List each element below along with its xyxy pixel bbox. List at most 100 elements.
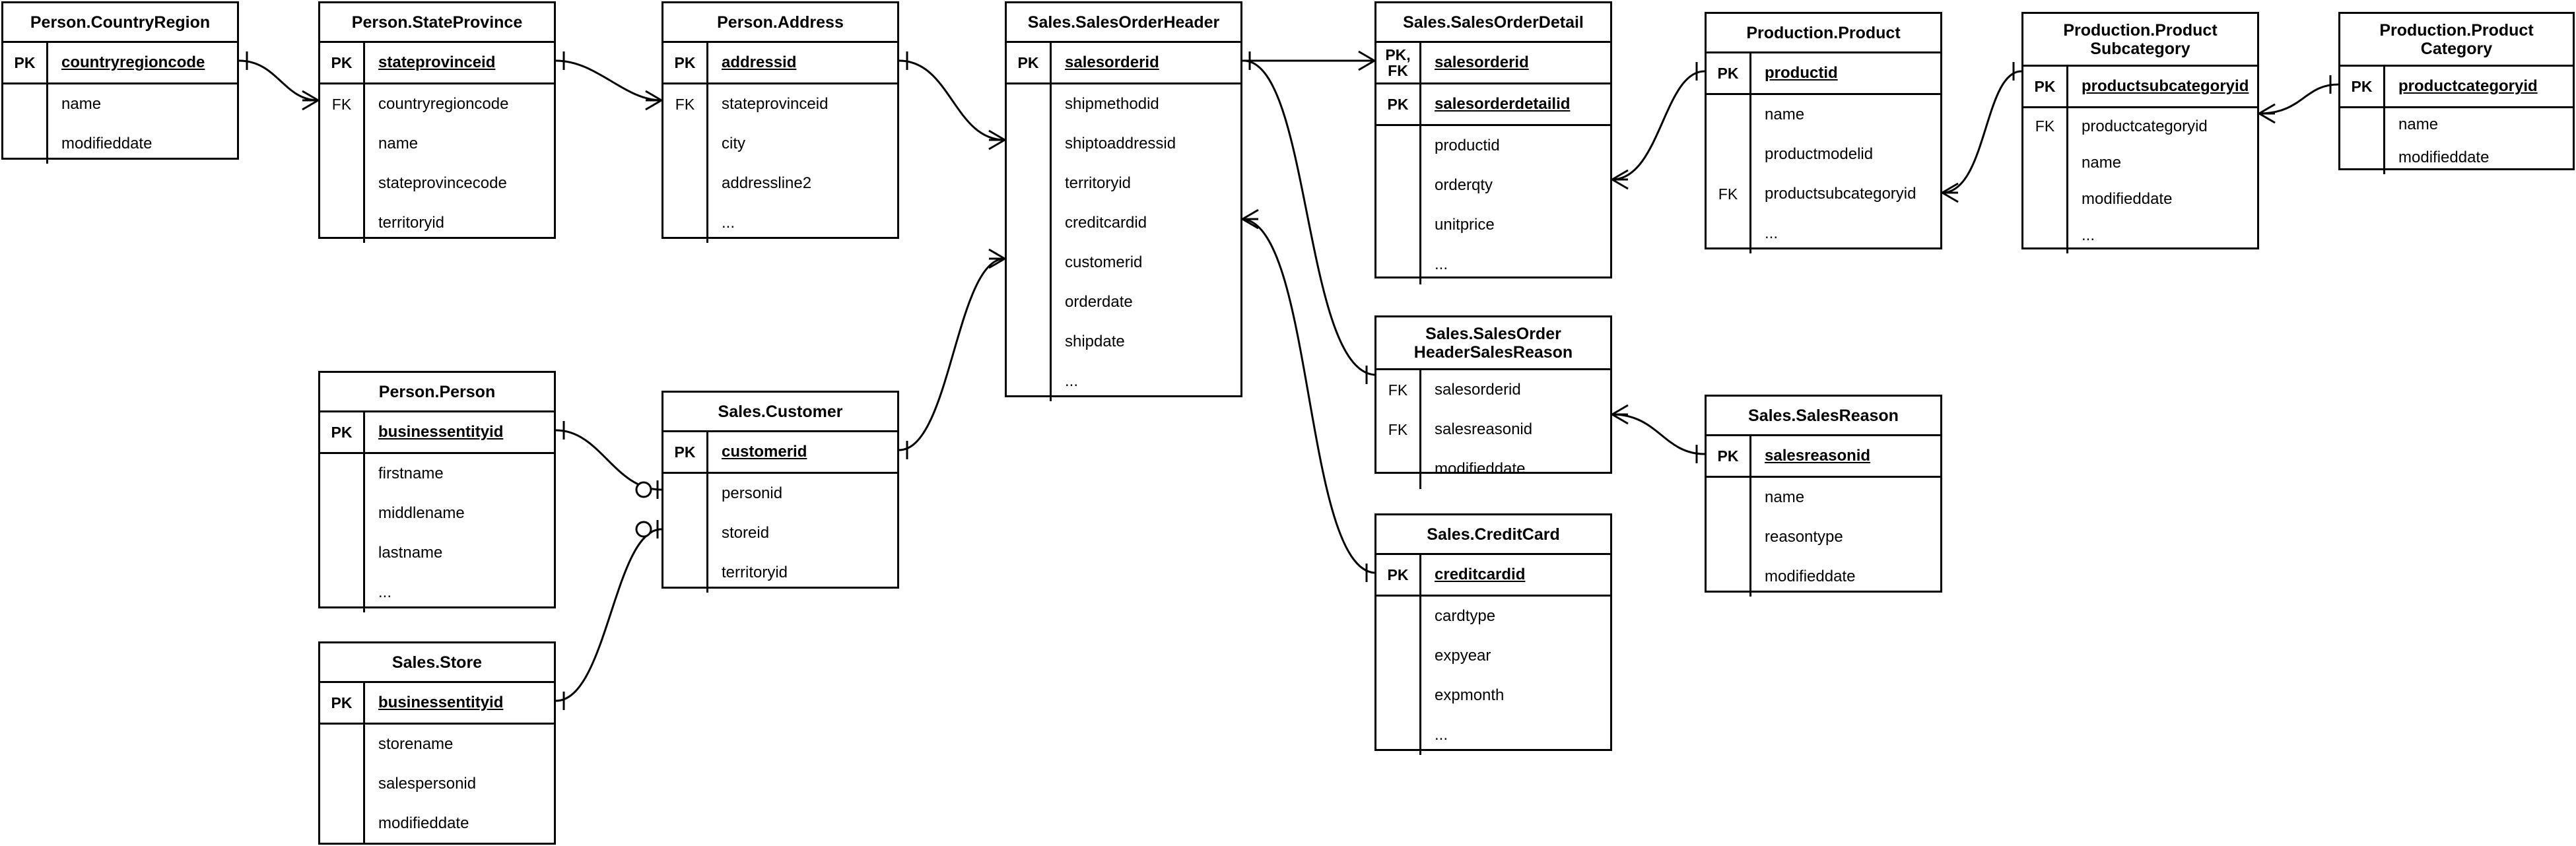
attribute-row[interactable]: customerid xyxy=(1007,243,1240,282)
attribute-row[interactable]: reasontype xyxy=(1707,517,1940,557)
connector-creditcard-salesorderheader xyxy=(1242,218,1375,574)
attribute-row[interactable]: ... xyxy=(1376,715,1610,755)
attribute-row[interactable]: shipdate xyxy=(1007,322,1240,362)
attribute-row[interactable]: city xyxy=(663,124,897,164)
attribute-row[interactable]: firstname xyxy=(320,454,554,494)
attribute-row[interactable]: modifieddate xyxy=(1376,449,1610,489)
key-indicator xyxy=(1707,214,1751,253)
attribute-row[interactable]: productmodelid xyxy=(1707,135,1940,174)
key-indicator xyxy=(1376,126,1421,166)
attribute-row[interactable]: productid xyxy=(1376,126,1610,166)
attribute-row[interactable]: shiptoaddressid xyxy=(1007,124,1240,164)
key-indicator xyxy=(320,764,365,804)
attribute-row[interactable]: addressline2 xyxy=(663,164,897,203)
attribute-row[interactable]: middlename xyxy=(320,494,554,533)
key-indicator xyxy=(1376,205,1421,245)
attribute-row[interactable]: orderdate xyxy=(1007,282,1240,322)
key-indicator: PK xyxy=(663,43,708,82)
key-indicator: PK, FK xyxy=(1376,43,1421,82)
attribute-row[interactable]: lastname xyxy=(320,533,554,573)
connector-salesorderheader-sohsalesreason xyxy=(1244,59,1375,376)
attribute-row[interactable]: ... xyxy=(320,573,554,612)
attribute-row[interactable]: creditcardid xyxy=(1007,203,1240,243)
attribute-row[interactable]: storename xyxy=(320,725,554,764)
attribute-row[interactable]: ... xyxy=(2023,217,2257,253)
attribute-row[interactable]: ... xyxy=(1707,214,1940,253)
attribute-row[interactable]: expyear xyxy=(1376,636,1610,676)
attribute-row[interactable]: territoryid xyxy=(1007,164,1240,203)
attribute-row[interactable]: name xyxy=(1707,95,1940,135)
attribute-row[interactable]: orderqty xyxy=(1376,166,1610,205)
attribute-row[interactable]: name xyxy=(2023,145,2257,181)
key-indicator: PK xyxy=(1376,555,1421,595)
attribute-row[interactable]: ... xyxy=(1376,245,1610,284)
attribute-name: stateprovincecode xyxy=(378,174,507,192)
attribute-row[interactable]: modifieddate xyxy=(2340,141,2573,174)
card-many-stateprovince xyxy=(302,90,319,111)
attribute-row[interactable]: modifieddate xyxy=(2023,181,2257,217)
key-indicator xyxy=(2023,145,2068,181)
attribute-row[interactable]: cardtype xyxy=(1376,597,1610,636)
attribute-row[interactable]: territoryid xyxy=(320,203,554,243)
attribute-row[interactable]: ... xyxy=(1007,362,1240,401)
attribute-row[interactable]: stateprovincecode xyxy=(320,164,554,203)
attribute-row[interactable]: shipmethodid xyxy=(1007,84,1240,124)
attribute-row[interactable]: personid xyxy=(663,474,897,513)
connector-customer-salesorderheader xyxy=(898,257,1005,451)
attribute-row[interactable]: territoryid xyxy=(663,553,897,593)
attribute-row[interactable]: storeid xyxy=(663,513,897,553)
attribute-row[interactable]: unitprice xyxy=(1376,205,1610,245)
attribute-row[interactable]: ... xyxy=(663,203,897,243)
attribute-row[interactable]: name xyxy=(1707,478,1940,517)
attribute-row[interactable]: name xyxy=(3,84,237,124)
attribute-row[interactable]: salespersonid xyxy=(320,764,554,804)
attribute-row[interactable]: modifieddate xyxy=(1707,557,1940,597)
attribute-name: salesorderid xyxy=(1065,53,1159,71)
card-many-sod-productid xyxy=(1611,169,1629,190)
attribute-row[interactable]: modifieddate xyxy=(3,124,237,164)
attribute-row[interactable]: name xyxy=(2340,108,2573,141)
attribute-row[interactable]: name xyxy=(320,124,554,164)
attribute-row[interactable]: modifieddate xyxy=(320,804,554,843)
attribute-row[interactable]: expmonth xyxy=(1376,676,1610,715)
attribute-name: name xyxy=(2398,115,2439,133)
key-indicator xyxy=(320,533,365,573)
